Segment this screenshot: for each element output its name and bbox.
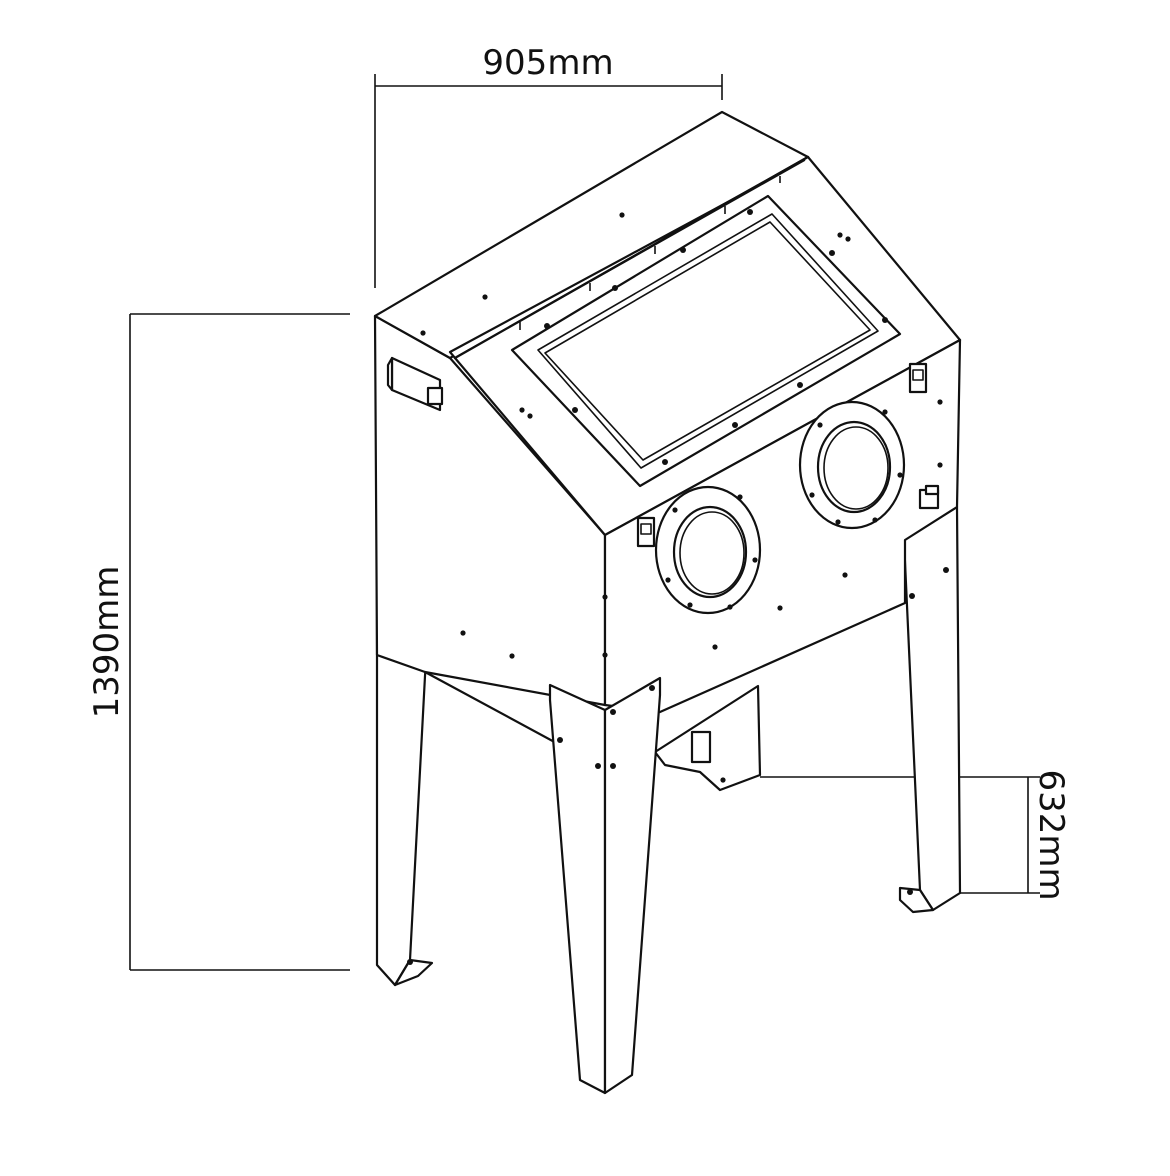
height-label: 1390mm [87, 566, 127, 719]
hinge-marks [459, 159, 806, 356]
leg-back-right [898, 505, 962, 914]
width-dimension: 905mm [374, 43, 723, 288]
latch-left [636, 516, 656, 548]
height-dimension: 1390mm [87, 313, 350, 971]
leg-front-left [548, 676, 662, 1095]
depth-dimension: 632mm [760, 769, 1071, 901]
control-box [386, 356, 444, 412]
air-fitting [918, 484, 940, 510]
glove-port-right [798, 400, 906, 530]
glove-port-left [654, 485, 762, 615]
latch-right [908, 362, 928, 394]
latch-hopper [690, 730, 712, 764]
width-label: 905mm [482, 43, 613, 83]
viewing-window [510, 194, 902, 488]
depth-label: 632mm [1031, 769, 1071, 900]
rivets [420, 212, 943, 783]
